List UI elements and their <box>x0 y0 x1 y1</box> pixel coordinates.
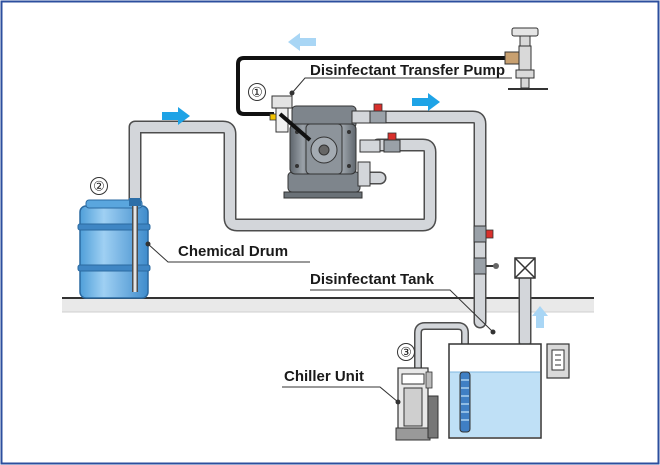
chiller-label: Chiller Unit <box>284 368 364 385</box>
flow-arrow-icon <box>412 93 440 111</box>
chiller-leader <box>282 386 399 403</box>
pipe-network <box>128 110 532 436</box>
control-panel-icon <box>546 343 570 379</box>
drum-marker: ② <box>93 179 105 194</box>
pump-marker: ① <box>251 85 263 100</box>
flow-arrow-icon <box>532 306 548 328</box>
air-valve <box>504 27 548 90</box>
transfer-pump <box>269 95 381 199</box>
tank-label: Disinfectant Tank <box>310 271 435 288</box>
flow-arrow-icon <box>162 107 190 125</box>
floor <box>62 298 594 312</box>
air-line <box>236 56 505 116</box>
drum-marker-circle <box>90 177 108 195</box>
pump-marker-circle <box>248 83 266 101</box>
flow-arrow-icon <box>288 33 316 51</box>
chiller-marker: ③ <box>400 345 412 360</box>
pump-leader <box>291 77 512 94</box>
drum-leader <box>147 243 310 263</box>
drum-label: Chemical Drum <box>178 243 288 260</box>
tank-leader <box>310 289 494 333</box>
valve-icon <box>369 103 387 124</box>
valve-icon <box>383 132 401 153</box>
chiller-unit <box>395 367 439 441</box>
valve-icon <box>473 225 494 243</box>
pump-label: Disinfectant Transfer Pump <box>310 62 505 79</box>
valve-icon <box>473 257 499 275</box>
damper-icon <box>514 257 536 279</box>
chiller-marker-circle <box>397 343 415 361</box>
chemical-drum <box>77 198 151 299</box>
disinfectant-tank <box>448 343 542 439</box>
